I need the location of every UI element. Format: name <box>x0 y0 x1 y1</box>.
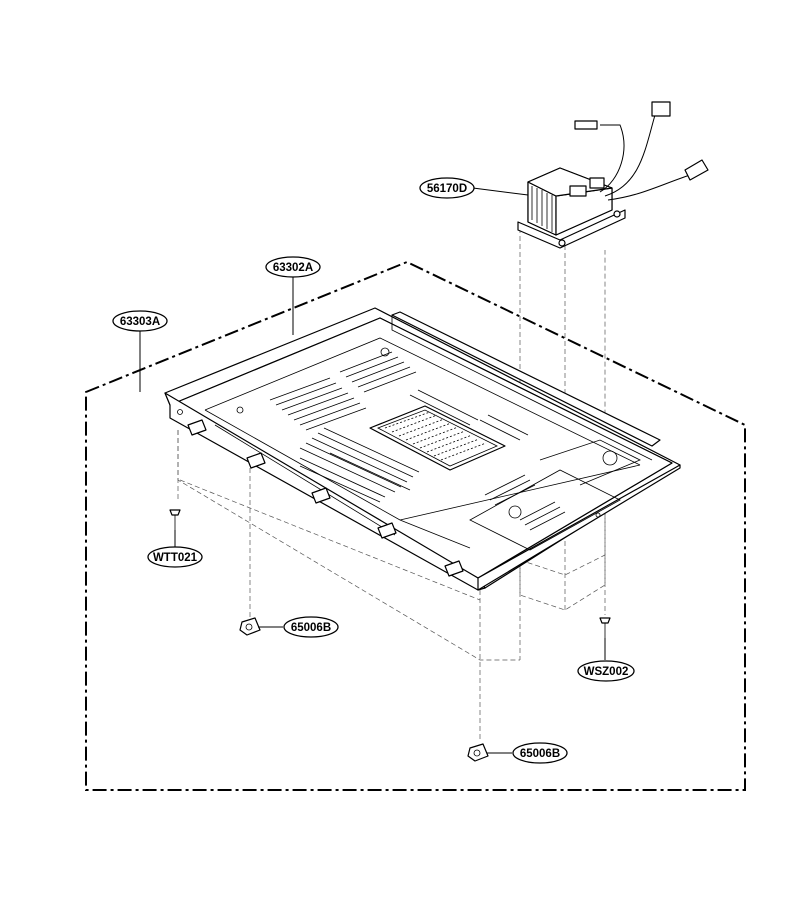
foot-bottom <box>467 743 489 762</box>
leader-lines <box>139 187 606 754</box>
screw-right <box>599 617 611 638</box>
foot-left <box>239 617 261 636</box>
svg-text:65006B: 65006B <box>520 748 560 760</box>
svg-text:65006B: 65006B <box>291 622 331 634</box>
svg-text:63302A: 63302A <box>273 262 313 274</box>
svg-text:56170D: 56170D <box>427 183 467 195</box>
svg-text:63303A: 63303A <box>120 316 160 328</box>
svg-text:WTT021: WTT021 <box>153 552 198 564</box>
screw-left <box>169 509 181 530</box>
label-63303a: 63303A <box>112 310 168 332</box>
label-56170d: 56170D <box>419 177 475 199</box>
label-65006b-bottom: 65006B <box>512 742 568 764</box>
base-plate <box>164 307 681 591</box>
front-tabs <box>187 419 464 577</box>
label-wsz002: WSZ002 <box>577 660 635 682</box>
assembly-boundary <box>85 260 746 791</box>
mesh-holes <box>384 411 487 461</box>
vent-slots-upper <box>269 351 417 431</box>
label-wtt021: WTT021 <box>147 546 203 568</box>
label-65006b-left: 65006B <box>283 616 339 638</box>
transformer <box>517 101 709 249</box>
label-63302a: 63302A <box>265 256 321 278</box>
svg-text:WSZ002: WSZ002 <box>584 666 629 678</box>
vent-slots-lower <box>299 427 420 503</box>
